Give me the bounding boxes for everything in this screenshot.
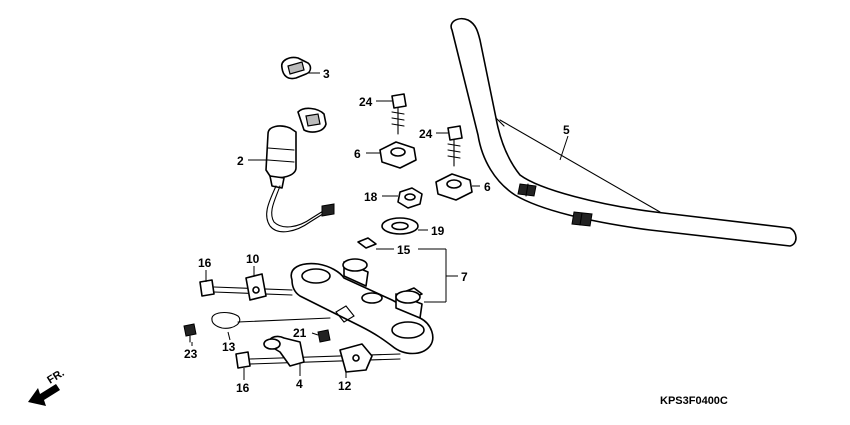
callout-13: 13 bbox=[222, 340, 236, 354]
callout-12: 12 bbox=[338, 379, 352, 393]
callout-24-left: 24 bbox=[359, 95, 373, 109]
callout-23: 23 bbox=[184, 347, 198, 361]
callout-2: 2 bbox=[237, 154, 244, 168]
callout-7: 7 bbox=[461, 270, 468, 284]
callout-21: 21 bbox=[293, 326, 307, 340]
ignition-switch-part-2 bbox=[265, 107, 335, 233]
holder-part-6-left bbox=[379, 141, 417, 169]
clamp-part-10 bbox=[245, 273, 267, 301]
callout-18: 18 bbox=[364, 190, 378, 204]
diagram-code: KPS3F0400C bbox=[660, 395, 728, 407]
holder-part-6-right bbox=[435, 173, 473, 201]
direction-label: FR. bbox=[45, 367, 66, 387]
bolt-part-16-lower bbox=[235, 351, 401, 369]
callout-6-right: 6 bbox=[484, 180, 491, 194]
callout-10: 10 bbox=[246, 252, 260, 266]
bolt-part-24-left bbox=[391, 93, 407, 135]
nut-part-18 bbox=[397, 187, 423, 209]
washer-part-19 bbox=[381, 217, 419, 235]
bolt-part-24-right bbox=[447, 125, 463, 167]
leader-lines bbox=[191, 72, 569, 380]
handlebar-part-5 bbox=[450, 17, 797, 247]
front-direction-arrow-icon bbox=[28, 384, 60, 406]
clamp-part-4 bbox=[263, 335, 305, 367]
wire-band-part-13 bbox=[211, 311, 331, 329]
callout-5: 5 bbox=[563, 123, 570, 137]
callout-4: 4 bbox=[296, 377, 303, 391]
callout-16-lower: 16 bbox=[236, 381, 250, 395]
key-part-3 bbox=[280, 56, 312, 80]
callout-16-upper: 16 bbox=[198, 256, 212, 270]
callout-19: 19 bbox=[431, 224, 445, 238]
bolt-part-23 bbox=[183, 323, 197, 343]
top-bridge-part-7 bbox=[290, 258, 434, 355]
callout-3: 3 bbox=[323, 67, 330, 81]
callout-24-right: 24 bbox=[419, 127, 433, 141]
callout-15: 15 bbox=[397, 243, 411, 257]
callout-6-left: 6 bbox=[354, 147, 361, 161]
nut-part-21 bbox=[317, 329, 331, 343]
clamp-part-12 bbox=[339, 343, 373, 373]
